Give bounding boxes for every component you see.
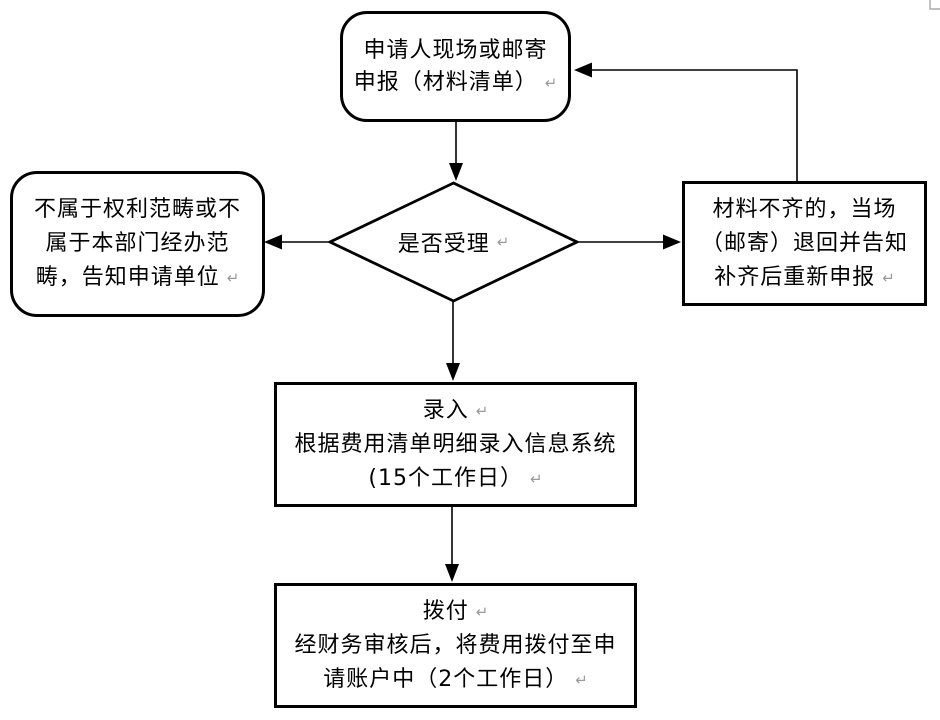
node-incomplete-line-1: 材料不齐的，当场 <box>712 196 897 222</box>
node-out-of-scope-line-3: 畴，告知申请单位 <box>35 265 220 290</box>
arrow-decision-to-out-of-scope <box>264 234 328 250</box>
node-entry-line-3: (15个工作日） <box>368 465 523 491</box>
node-decision-label: 是否受理 <box>397 232 490 257</box>
arrow-apply-to-decision <box>449 122 463 181</box>
node-out-of-scope-line-1: 不属于权利范畴或不 <box>33 197 241 222</box>
node-text-line: 是否受理 ↵ <box>328 181 579 303</box>
line-break-mark: ↵ <box>226 269 240 287</box>
line-break-mark: ↵ <box>496 233 510 251</box>
arrow-incomplete-to-apply <box>574 62 798 181</box>
node-incomplete-line-2: （邮寄）退回并告知 <box>700 230 908 256</box>
node-incomplete[interactable]: 材料不齐的，当场 （邮寄）退回并告知 补齐后重新申报 ↵ <box>682 181 927 306</box>
node-apply-line-2: 申报（材料清单） <box>353 69 538 95</box>
node-text-line: 申请人现场或邮寄 <box>363 35 547 67</box>
node-out-of-scope[interactable]: 不属于权利范畴或不 属于本部门经办范 畴，告知申请单位 ↵ <box>10 171 265 317</box>
arrow-decision-to-entry <box>446 302 460 381</box>
node-text-line: 拨付 ↵ <box>423 595 489 629</box>
node-text-line: 属于本部门经办范 <box>45 227 229 261</box>
node-payout-line-2: 经财务审核后，将费用拨付至申 <box>294 632 617 658</box>
node-text-line: 根据费用清单明细录入信息系统 <box>294 428 616 462</box>
node-text-line: 经财务审核后，将费用拨付至申 <box>294 629 616 663</box>
arrow-decision-to-incomplete <box>579 234 681 250</box>
node-text-line: (15个工作日） ↵ <box>368 462 542 496</box>
node-text-line: 材料不齐的，当场 <box>712 193 896 227</box>
node-text-line: 请账户中（2个工作日） ↵ <box>323 663 588 697</box>
node-entry-line-2: 根据费用清单明细录入信息系统 <box>294 431 617 457</box>
line-break-mark: ↵ <box>475 602 489 621</box>
node-entry[interactable]: 录入 ↵ 根据费用清单明细录入信息系统 (15个工作日） ↵ <box>274 382 637 507</box>
node-payout-line-3: 请账户中（2个工作日） <box>323 666 569 692</box>
page-corner-mark <box>929 0 940 10</box>
node-text-line: （邮寄）退回并告知 <box>701 227 908 261</box>
diamond-shape <box>328 181 579 303</box>
node-decision[interactable]: 是否受理 ↵ <box>328 181 579 303</box>
node-text-line: 不属于权利范畴或不 <box>34 193 241 227</box>
node-incomplete-line-3: 补齐后重新申报 <box>714 264 876 290</box>
arrow-entry-to-payout <box>445 507 459 582</box>
node-apply[interactable]: 申请人现场或邮寄 申报（材料清单） ↵ <box>340 11 571 122</box>
node-text-line: 补齐后重新申报 ↵ <box>714 261 895 295</box>
node-text-line: 录入 ↵ <box>423 394 489 428</box>
line-break-mark: ↵ <box>544 73 558 92</box>
node-entry-line-1: 录入 <box>422 397 469 423</box>
node-text-line: 畴，告知申请单位 ↵ <box>36 261 240 295</box>
line-break-mark: ↵ <box>530 469 543 488</box>
line-break-mark: ↵ <box>475 401 489 420</box>
node-out-of-scope-line-2: 属于本部门经办范 <box>45 231 230 256</box>
node-payout-line-1: 拨付 <box>422 598 469 624</box>
node-text-line: 申报（材料清单） ↵ <box>354 67 558 99</box>
node-payout[interactable]: 拨付 ↵ 经财务审核后，将费用拨付至申 请账户中（2个工作日） ↵ <box>274 583 637 708</box>
node-apply-line-1: 申请人现场或邮寄 <box>363 37 548 63</box>
line-break-mark: ↵ <box>882 268 895 287</box>
line-break-mark: ↵ <box>575 670 588 689</box>
